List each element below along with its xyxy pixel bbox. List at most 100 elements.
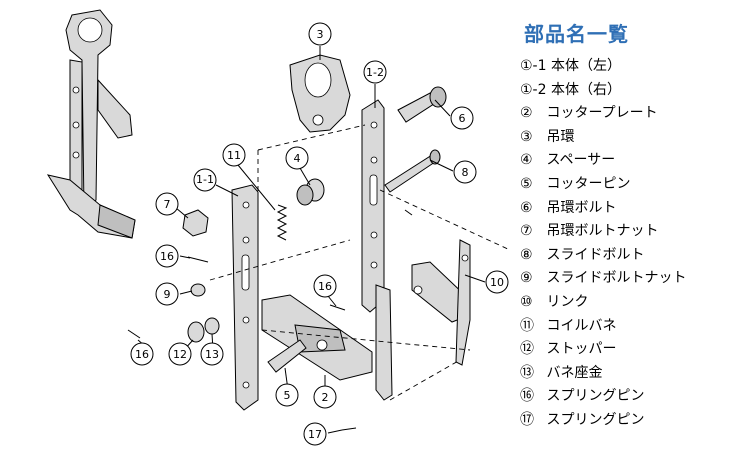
svg-text:9: 9: [164, 288, 171, 301]
parts-list-item: ①-1 本体（左）: [520, 55, 745, 79]
part-name: スペーサー: [546, 152, 616, 169]
part-name: スプリングピン: [546, 388, 645, 405]
spring-pin-e: [404, 209, 413, 216]
parts-list-item: ⑩ リンク: [520, 291, 745, 315]
body-left: [231, 184, 259, 411]
svg-text:2: 2: [322, 391, 329, 404]
callout-10: 10: [485, 270, 509, 294]
part-number: ⑬: [520, 364, 534, 381]
parts-list-item: ⑦ 吊環ボルトナット: [520, 220, 745, 244]
coil-spring: [276, 204, 288, 241]
callout-13: 13: [200, 342, 224, 366]
slide-bolt-nut: [190, 283, 206, 297]
svg-text:1-1: 1-1: [196, 173, 214, 186]
parts-list-item: ⑪ コイルバネ: [520, 315, 745, 339]
part-number: ⑨: [520, 270, 533, 287]
callout-6: 6: [450, 106, 474, 130]
part-number: ⑪: [520, 317, 534, 334]
lifting-ring: [289, 54, 351, 133]
link: [411, 239, 471, 366]
stopper: [187, 321, 205, 343]
parts-list-item: ⑯ スプリングピン: [520, 385, 745, 409]
assembly-lines: [209, 124, 511, 401]
part-name: スプリングピン: [546, 411, 645, 428]
parts-list-item: ①-2 本体（右）: [520, 79, 745, 103]
callout-16-c: 16: [130, 342, 154, 366]
parts-list-item: ⑬ バネ座金: [520, 362, 745, 386]
parts-list-item: ④ スペーサー: [520, 149, 745, 173]
part-name: 吊環ボルト: [546, 199, 617, 216]
callout-16-a: 16: [155, 244, 179, 268]
callout-3: 3: [308, 22, 332, 46]
callout-5: 5: [275, 383, 299, 407]
callout-2: 2: [313, 385, 337, 409]
parts-list-title: 部品名一覧: [524, 22, 629, 46]
part-number: ⑦: [520, 223, 533, 240]
part-number: ①-2: [520, 81, 547, 98]
svg-text:4: 4: [294, 152, 301, 165]
part-number: ③: [520, 128, 533, 145]
spring-pin-a: [187, 256, 209, 263]
callout-7: 7: [155, 192, 179, 216]
parts-list-item: ② コッタープレート: [520, 102, 745, 126]
cotter-plate: [261, 294, 373, 381]
callout-16-b: 16: [313, 274, 337, 298]
parts-list-item: ⑤ コッターピン: [520, 173, 745, 197]
svg-text:5: 5: [284, 389, 291, 402]
svg-text:8: 8: [462, 166, 469, 179]
callout-12: 12: [168, 342, 192, 366]
part-number: ⑫: [520, 341, 534, 358]
part-number: ⑯: [520, 388, 534, 405]
parts-list-item: ⑨ スライドボルトナット: [520, 267, 745, 291]
part-number: ⑥: [520, 199, 533, 216]
svg-text:16: 16: [160, 250, 174, 263]
part-number: ⑧: [520, 246, 533, 263]
body-right: [361, 99, 393, 401]
part-number: ②: [520, 105, 533, 122]
part-number: ⑰: [520, 411, 534, 428]
lifting-ring-bolt: [397, 86, 447, 123]
callout-9: 9: [155, 282, 179, 306]
part-number: ①-1: [520, 58, 547, 74]
part-name: リンク: [546, 293, 589, 310]
slide-bolt: [384, 149, 441, 193]
svg-text:6: 6: [459, 112, 466, 125]
part-name: 吊環: [546, 128, 575, 145]
parts-list: 部品名一覧 ①-1 本体（左） ①-2 本体（右） ② コッタープレート ③ 吊…: [520, 18, 745, 433]
svg-text:7: 7: [164, 198, 171, 211]
spacer-end: [296, 184, 314, 206]
part-name: コッタープレート: [546, 105, 658, 122]
part-number: ④: [520, 152, 533, 169]
svg-text:17: 17: [308, 428, 322, 441]
callout-11: 11: [222, 143, 246, 167]
callout-4: 4: [285, 146, 309, 170]
spring-pin-b: [329, 304, 346, 311]
part-name: コイルバネ: [546, 317, 617, 334]
spring-pin-c: [127, 329, 141, 339]
parts-list-item: ⑰ スプリングピン: [520, 409, 745, 433]
part-name: 本体（左）: [550, 58, 621, 74]
svg-text:1-2: 1-2: [366, 66, 384, 79]
parts-list-item: ⑥ 吊環ボルト: [520, 197, 745, 221]
svg-text:3: 3: [317, 28, 324, 41]
svg-text:12: 12: [173, 348, 187, 361]
callout-8: 8: [453, 160, 477, 184]
callout-1-1: 1-1: [193, 168, 217, 192]
part-number: ⑩: [520, 293, 533, 310]
parts-list-item: ③ 吊環: [520, 126, 745, 150]
spring-washer: [204, 317, 220, 335]
svg-text:11: 11: [227, 149, 241, 162]
part-name: バネ座金: [546, 364, 603, 381]
part-name: 本体（右）: [550, 81, 621, 98]
svg-text:10: 10: [490, 276, 504, 289]
spring-pin-d: [341, 427, 357, 431]
svg-text:16: 16: [318, 280, 332, 293]
part-name: 吊環ボルトナット: [546, 223, 659, 240]
part-name: コッターピン: [546, 175, 631, 192]
svg-text:16: 16: [135, 348, 149, 361]
callout-17: 17: [303, 422, 327, 446]
part-number: ⑤: [520, 175, 533, 192]
cotter-pin: [267, 339, 307, 373]
part-name: スライドボルトナット: [546, 270, 687, 287]
